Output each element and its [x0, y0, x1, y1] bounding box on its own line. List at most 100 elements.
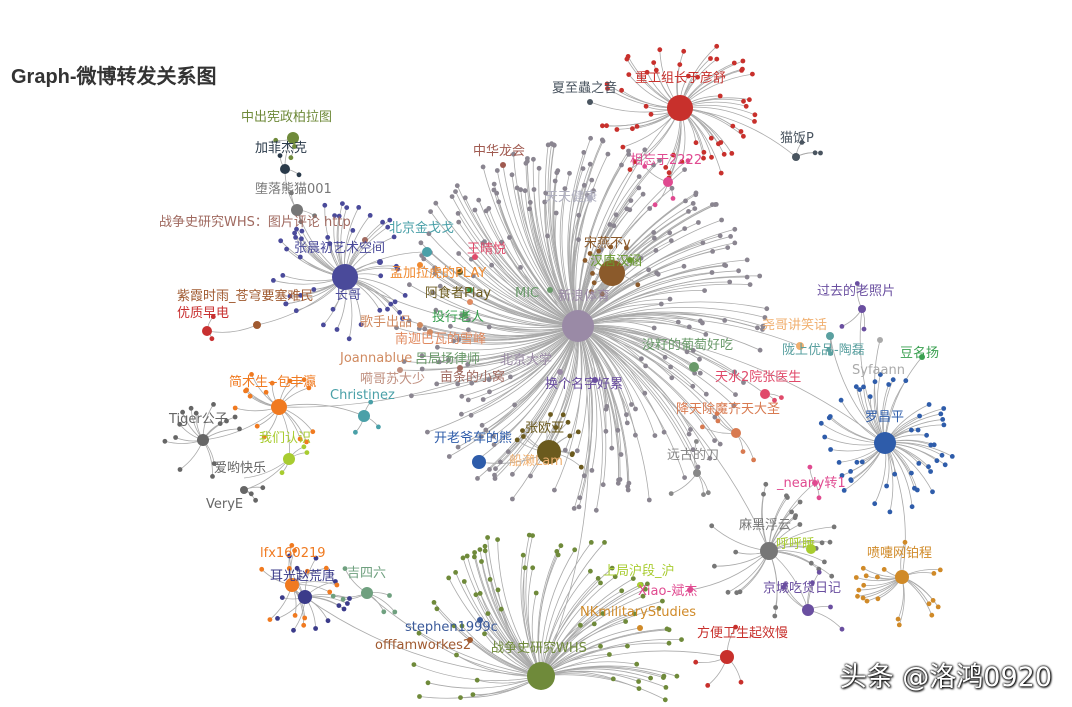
leaf-node[interactable] — [890, 377, 896, 383]
leaf-node[interactable] — [462, 195, 468, 201]
leaf-node[interactable] — [697, 370, 703, 376]
leaf-node[interactable] — [864, 598, 870, 604]
leaf-node[interactable] — [681, 263, 687, 269]
leaf-node[interactable] — [629, 402, 634, 407]
leaf-node[interactable] — [772, 397, 777, 403]
leaf-node[interactable] — [633, 432, 638, 438]
leaf-node[interactable] — [549, 141, 554, 147]
leaf-node[interactable] — [797, 522, 803, 527]
graph-node[interactable] — [792, 153, 800, 161]
leaf-node[interactable] — [696, 220, 701, 225]
leaf-node[interactable] — [509, 172, 515, 178]
leaf-node[interactable] — [853, 575, 859, 580]
leaf-node[interactable] — [624, 420, 630, 426]
leaf-node[interactable] — [511, 151, 516, 157]
leaf-node[interactable] — [313, 626, 318, 631]
leaf-node[interactable] — [576, 212, 582, 218]
graph-node[interactable] — [417, 322, 423, 328]
leaf-node[interactable] — [570, 451, 575, 456]
leaf-node[interactable] — [731, 60, 737, 66]
graph-node[interactable] — [361, 587, 373, 599]
graph-node[interactable] — [457, 365, 463, 371]
leaf-node[interactable] — [810, 580, 815, 586]
leaf-node[interactable] — [356, 205, 362, 210]
leaf-node[interactable] — [708, 56, 713, 61]
leaf-node[interactable] — [243, 388, 248, 394]
leaf-node[interactable] — [591, 280, 597, 286]
leaf-node[interactable] — [856, 587, 862, 593]
leaf-node[interactable] — [929, 612, 935, 618]
leaf-node[interactable] — [302, 615, 308, 621]
leaf-node[interactable] — [400, 316, 405, 321]
leaf-node[interactable] — [527, 206, 532, 212]
leaf-node[interactable] — [454, 652, 459, 658]
leaf-node[interactable] — [595, 576, 601, 581]
leaf-node[interactable] — [663, 685, 669, 690]
leaf-node[interactable] — [714, 43, 720, 49]
leaf-node[interactable] — [642, 390, 648, 396]
leaf-node[interactable] — [719, 217, 724, 223]
leaf-node[interactable] — [658, 301, 664, 307]
leaf-node[interactable] — [750, 71, 755, 77]
leaf-node[interactable] — [304, 450, 310, 455]
leaf-node[interactable] — [345, 601, 350, 606]
graph-node[interactable] — [280, 164, 290, 174]
leaf-node[interactable] — [406, 318, 412, 324]
leaf-node[interactable] — [732, 369, 737, 375]
leaf-node[interactable] — [288, 155, 294, 161]
leaf-node[interactable] — [667, 296, 673, 302]
leaf-node[interactable] — [599, 291, 605, 297]
leaf-node[interactable] — [707, 455, 713, 461]
leaf-node[interactable] — [434, 606, 440, 612]
leaf-node[interactable] — [651, 325, 657, 331]
leaf-node[interactable] — [618, 452, 624, 457]
leaf-node[interactable] — [580, 166, 586, 172]
graph-node[interactable] — [587, 99, 593, 105]
leaf-node[interactable] — [816, 495, 822, 501]
leaf-node[interactable] — [602, 540, 607, 545]
leaf-node[interactable] — [587, 161, 593, 167]
leaf-node[interactable] — [662, 697, 668, 703]
leaf-node[interactable] — [340, 596, 346, 602]
leaf-node[interactable] — [543, 190, 549, 196]
leaf-node[interactable] — [507, 235, 512, 240]
leaf-node[interactable] — [263, 389, 269, 395]
leaf-node[interactable] — [828, 351, 833, 356]
leaf-node[interactable] — [306, 385, 312, 391]
leaf-node[interactable] — [188, 405, 194, 411]
leaf-node[interactable] — [716, 141, 721, 147]
leaf-node[interactable] — [626, 148, 631, 154]
graph-node[interactable] — [895, 570, 909, 584]
leaf-node[interactable] — [931, 571, 937, 576]
leaf-node[interactable] — [417, 694, 422, 699]
leaf-node[interactable] — [928, 469, 933, 474]
leaf-node[interactable] — [562, 447, 568, 453]
leaf-node[interactable] — [640, 191, 646, 197]
leaf-node[interactable] — [703, 391, 709, 397]
leaf-node[interactable] — [831, 524, 837, 530]
leaf-node[interactable] — [652, 433, 658, 438]
leaf-node[interactable] — [709, 270, 715, 275]
leaf-node[interactable] — [608, 244, 614, 250]
leaf-node[interactable] — [499, 239, 504, 245]
leaf-node[interactable] — [652, 202, 658, 208]
leaf-node[interactable] — [347, 596, 352, 601]
leaf-node[interactable] — [392, 299, 398, 305]
leaf-node[interactable] — [646, 267, 651, 273]
leaf-node[interactable] — [915, 427, 921, 433]
leaf-node[interactable] — [609, 565, 615, 571]
leaf-node[interactable] — [599, 137, 605, 143]
leaf-node[interactable] — [600, 482, 606, 488]
leaf-node[interactable] — [939, 452, 945, 458]
leaf-node[interactable] — [827, 539, 833, 545]
leaf-node[interactable] — [248, 491, 254, 497]
leaf-node[interactable] — [826, 347, 832, 353]
leaf-node[interactable] — [863, 573, 869, 579]
leaf-node[interactable] — [648, 111, 654, 117]
leaf-node[interactable] — [613, 212, 619, 218]
leaf-node[interactable] — [253, 497, 258, 503]
leaf-node[interactable] — [867, 394, 873, 399]
leaf-node[interactable] — [626, 152, 632, 157]
leaf-node[interactable] — [491, 181, 497, 187]
leaf-node[interactable] — [419, 353, 425, 359]
